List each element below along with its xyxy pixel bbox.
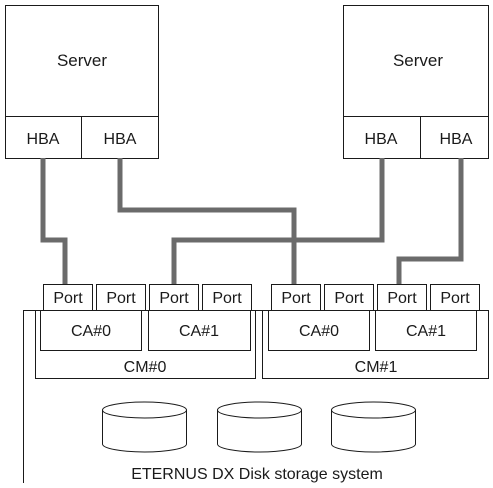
cm0-ca0-port-1-label: Port	[106, 290, 136, 307]
cable-left-hba2-to-cm1-port0	[117, 158, 297, 284]
cm1-ca0-port-1	[324, 284, 374, 311]
cm0-ca0-label: CA#0	[71, 323, 111, 340]
cm0-ca0-port-0-label: Port	[53, 290, 83, 307]
cable-left-hba1-to-cm0-port0	[40, 158, 68, 284]
disks	[102, 401, 416, 453]
cm1-ca1-port-0-label: Port	[387, 290, 417, 307]
cm0-ca0-port-1	[96, 284, 146, 311]
cm1-ca0-port-0	[271, 284, 321, 311]
cm0-ca1-label: CA#1	[179, 323, 219, 340]
cm0-ca0-port-0	[43, 284, 93, 311]
server-left-hba-2: HBA	[104, 131, 137, 148]
cm1-ca0-label: CA#0	[299, 323, 339, 340]
server-left-hba-1: HBA	[27, 131, 60, 148]
disk-icon	[217, 401, 302, 453]
cm1-ca1-box	[375, 310, 477, 351]
cm1-label: CM#1	[355, 359, 398, 376]
cm1-ca1-label: CA#1	[406, 323, 446, 340]
disk-icon	[102, 401, 187, 453]
cm1-ca0-port-1-label: Port	[334, 290, 364, 307]
cables	[40, 158, 464, 284]
cm0-ca1-box	[148, 310, 251, 351]
cable-right-hba1-to-cm0-port2	[171, 158, 385, 284]
cable-right-hba2-to-cm1-port2	[396, 158, 464, 284]
storage-system-title: ETERNUS DX Disk storage system	[131, 466, 383, 483]
server-right-hba-1: HBA	[365, 131, 398, 148]
cm0-ca1-port-0	[149, 284, 199, 311]
cm1-ca1-port-1	[430, 284, 480, 311]
server-left: Server HBA HBA	[5, 5, 159, 159]
server-right-label: Server	[393, 51, 443, 70]
cm1-ca1-port-1-label: Port	[440, 290, 470, 307]
cm0-label: CM#0	[124, 359, 167, 376]
cm0-ca1-port-1	[202, 284, 252, 311]
cm1-ca0-port-0-label: Port	[281, 290, 311, 307]
server-right: Server HBA HBA	[343, 5, 489, 159]
server-right-hba-2: HBA	[440, 131, 473, 148]
cm0-ca1-port-1-label: Port	[212, 290, 242, 307]
disk-icon	[331, 401, 416, 453]
server-left-label: Server	[57, 51, 107, 70]
server-right-box	[343, 5, 489, 159]
cm1-ca1-port-0	[377, 284, 427, 311]
cm0-ca1-port-0-label: Port	[159, 290, 189, 307]
controller-module-1: CM#1 CA#0 CA#1 Port Port Port Port	[262, 284, 489, 379]
controller-module-0: CM#0 CA#0 CA#1 Port Port Port Port	[35, 284, 256, 379]
